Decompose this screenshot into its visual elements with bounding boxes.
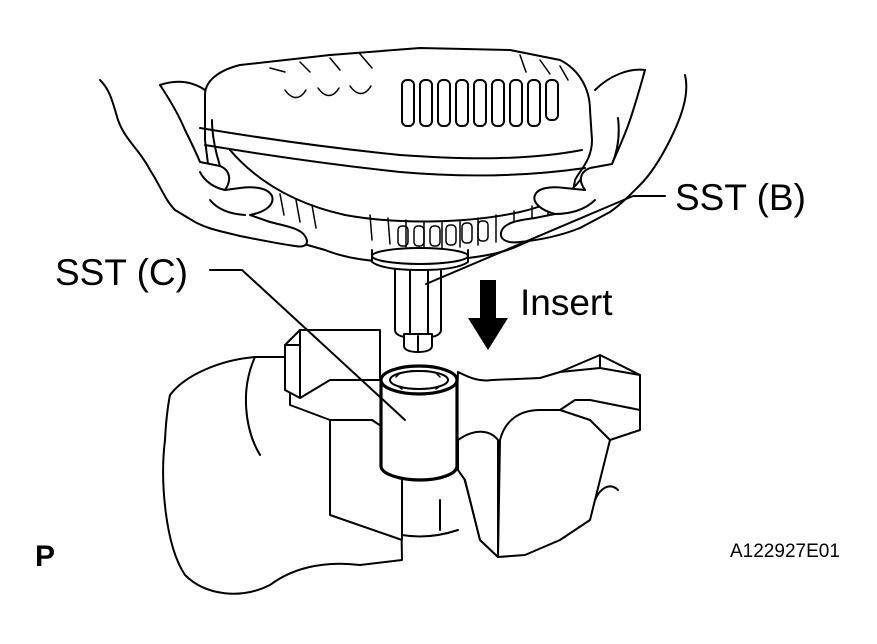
insert-label: Insert: [520, 282, 613, 323]
sst-b-shaft: [394, 264, 442, 353]
alternator: [199, 47, 593, 271]
left-hand: [99, 79, 308, 248]
sst-c-label: SST (C): [55, 252, 188, 293]
sst-c-socket: [379, 364, 459, 482]
sst-b-label: SST (B): [675, 177, 806, 218]
insert-arrow: [468, 280, 508, 350]
figure-code-label: A122927E01: [730, 541, 840, 562]
vise-body: [162, 329, 641, 595]
right-hand: [500, 68, 688, 244]
corner-p-label: P: [35, 540, 56, 573]
leader-sst-b: [425, 195, 666, 285]
leader-sst-c: [209, 269, 406, 421]
